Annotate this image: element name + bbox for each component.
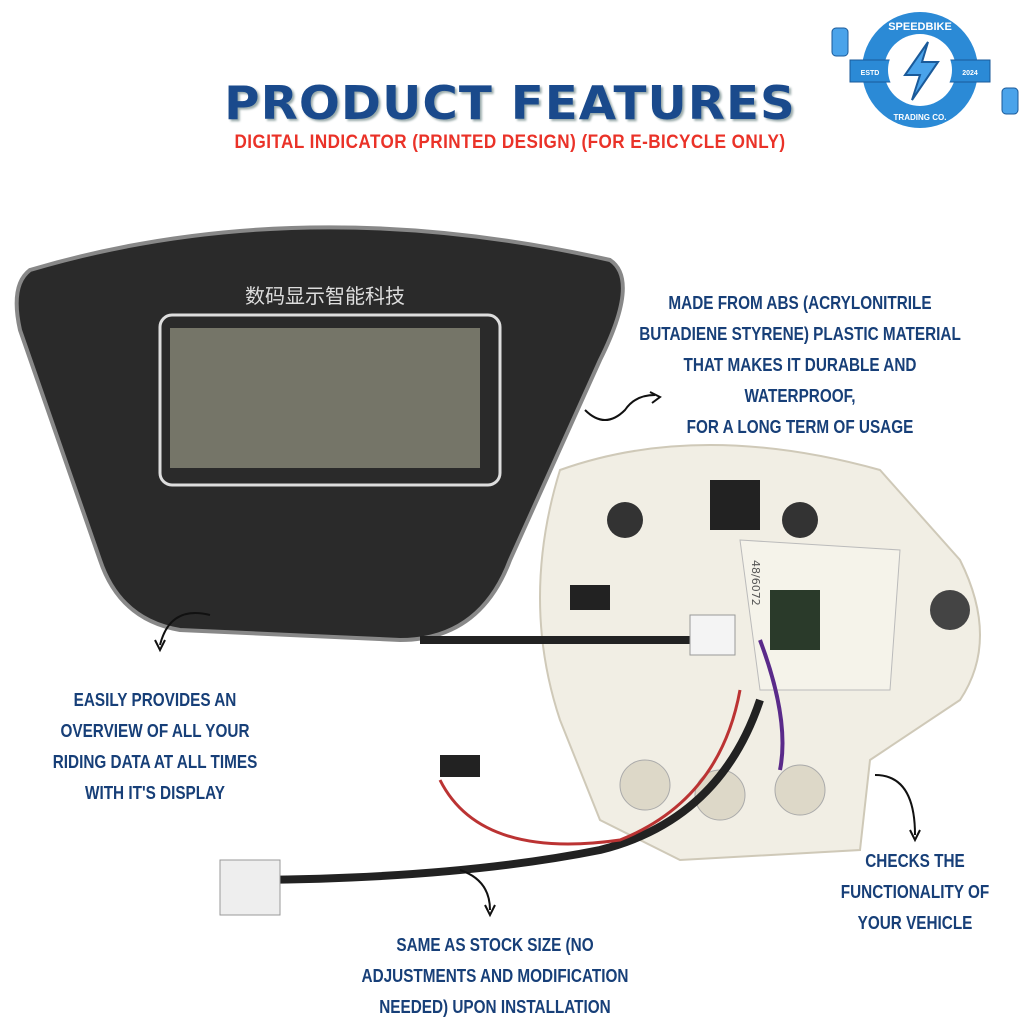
speedbike-logo: SPEEDBIKE TRADING CO. ESTD 2024 (831, 12, 1019, 128)
device-label: 48/6072 (749, 560, 762, 606)
page-title: PRODUCT FEATURES (224, 76, 796, 130)
svg-text:2024: 2024 (962, 70, 978, 77)
front-display-panel: 数码显示智能科技 (14, 225, 625, 643)
lightning-bolt-icon (903, 41, 940, 101)
svg-text:SPEEDBIKE: SPEEDBIKE (888, 21, 952, 33)
svg-text:ESTD: ESTD (861, 70, 880, 77)
svg-text:TRADING CO.: TRADING CO. (894, 113, 947, 122)
arrow-icons (154, 391, 921, 918)
page-subtitle: DIGITAL INDICATOR (PRINTED DESIGN) (FOR … (234, 132, 786, 153)
wire-harness (219, 585, 785, 916)
back-housing: 48/6072 (539, 444, 981, 862)
panel-text: 数码显示智能科技 (245, 284, 405, 308)
